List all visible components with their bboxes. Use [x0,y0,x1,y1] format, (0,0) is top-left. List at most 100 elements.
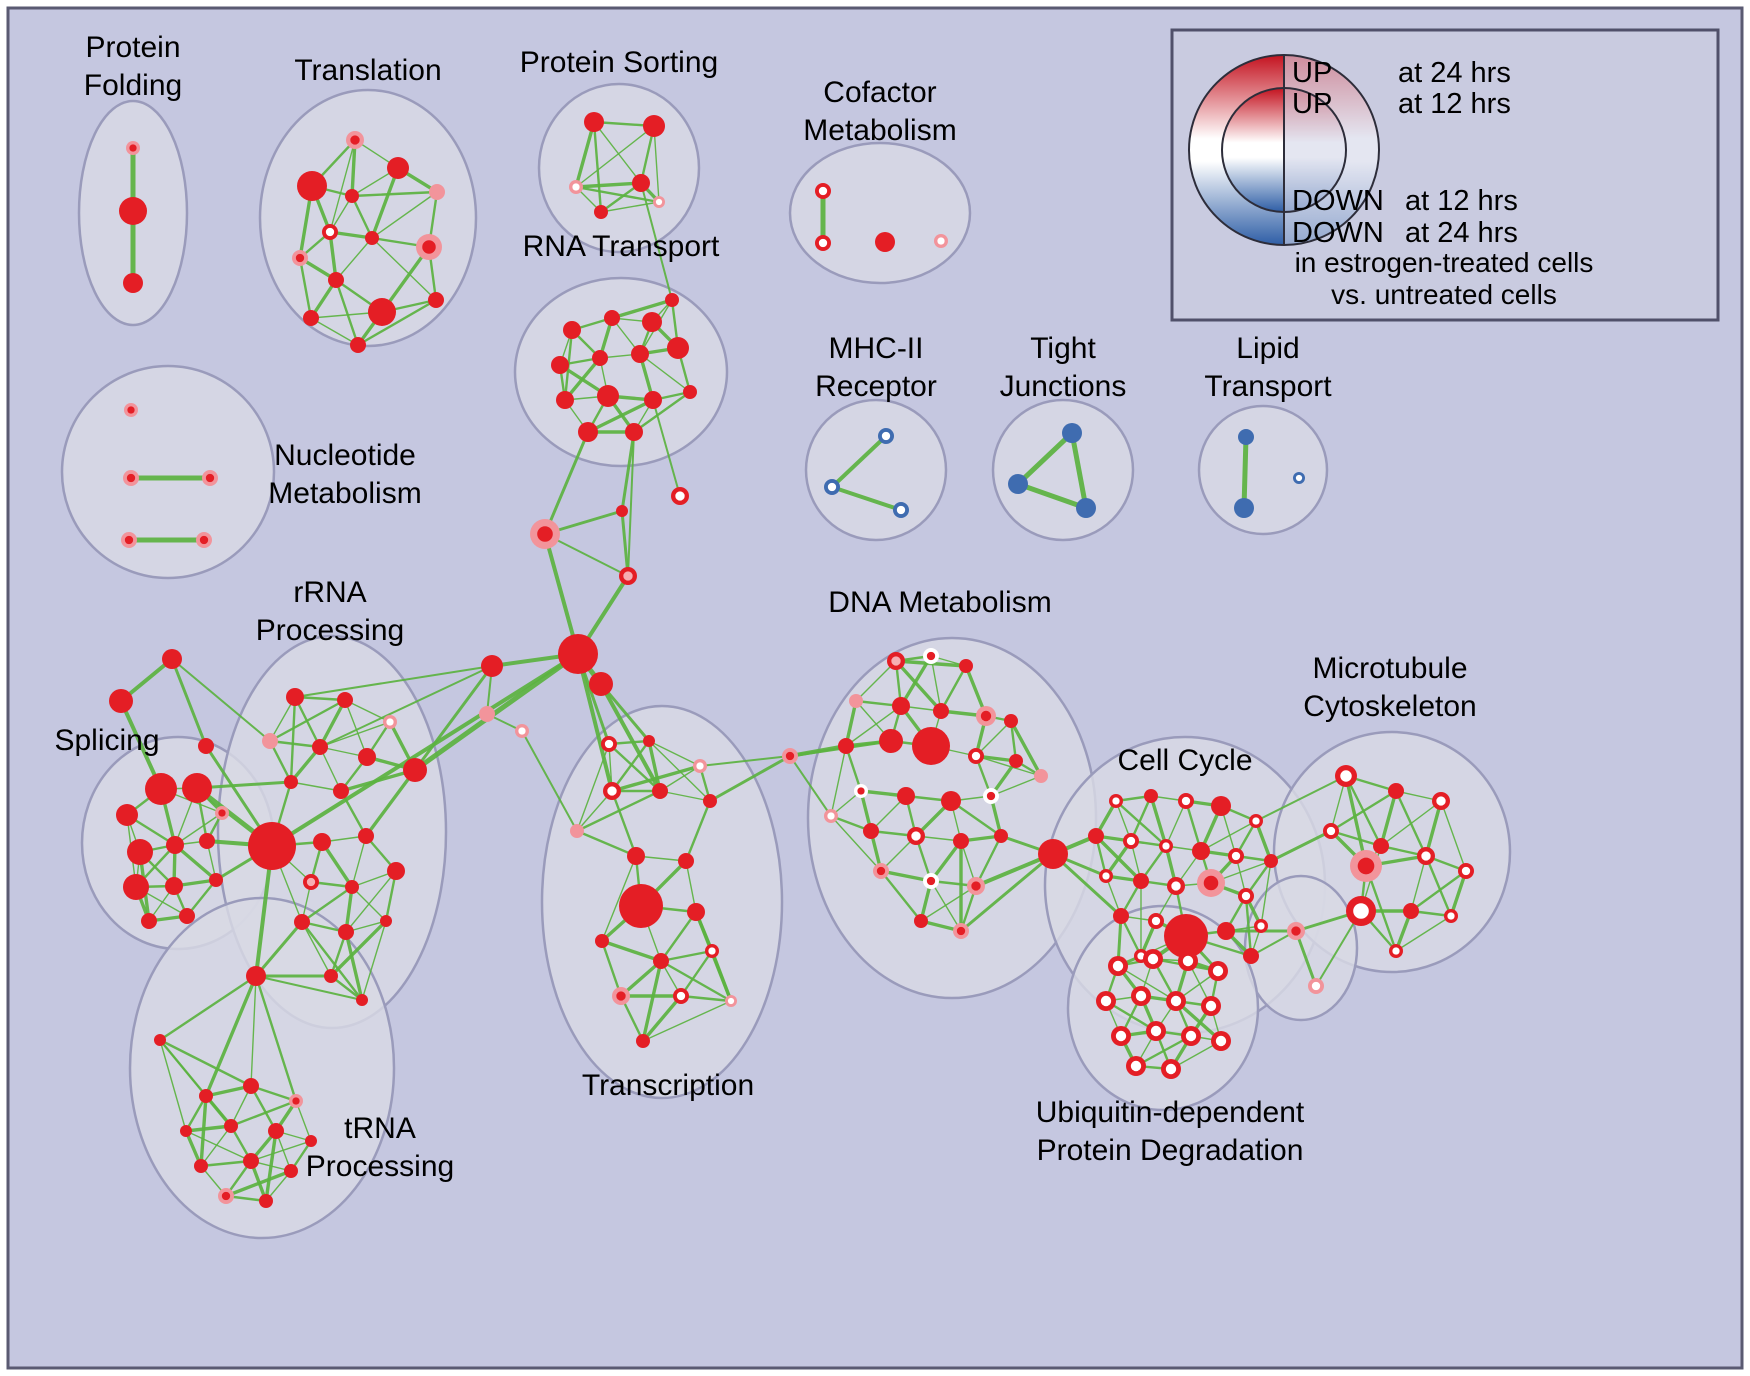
network-node [604,310,620,326]
network-edge [290,781,342,792]
network-edge [319,746,342,792]
network-edge [610,298,674,320]
network-edge [600,939,663,963]
network-node-core [1212,965,1224,977]
legend-down-12-dir: DOWN [1292,185,1384,217]
network-node-core [518,727,526,735]
network-node-core [572,183,580,191]
network-edge [254,920,304,978]
network-edge [350,138,357,198]
network-node-core [956,926,966,936]
network-edge [930,880,962,932]
network-node-core [727,997,735,1005]
dna-metabolism-label: DNA Metabolism [828,586,1051,619]
network-edge [199,1094,208,1168]
network-node [109,689,133,713]
network-edge [1424,799,1443,858]
network-node-core [911,831,921,841]
network-node [653,953,669,969]
network-node [1217,922,1235,940]
network-node-core [1295,474,1303,482]
network-node-core [325,227,335,237]
legend-down-24-time: at 24 hrs [1405,217,1518,249]
network-node [179,908,195,924]
network-edge [640,182,673,301]
network-edge [679,994,733,1003]
network-edge [371,191,438,239]
network-node [209,873,223,887]
network-edge [620,509,630,578]
network-node [1264,854,1278,868]
network-node [199,1089,213,1103]
network-edge [300,920,364,1002]
network-node [897,787,915,805]
network-edge [1424,854,1453,918]
network-node-core [1241,891,1251,901]
network-edge [639,353,691,393]
network-edge [364,768,417,838]
network-edge [270,652,580,848]
network-edge [699,755,791,767]
network-node [563,321,581,339]
network-edge [1294,929,1318,988]
network-node [297,171,327,201]
network-node [619,884,663,928]
network-node [683,385,697,399]
network-edge [345,870,397,933]
network-node [632,174,650,192]
network-edge [1254,819,1273,863]
network-edge [158,974,258,1042]
network-node-core [937,237,945,245]
translation-ellipse [258,88,478,348]
network-node [1009,754,1023,768]
network-node-core [306,877,316,887]
network-node [616,505,628,517]
network-edge [199,1159,253,1168]
network-node-core [676,991,686,1001]
network-edge [295,1100,312,1142]
network-edge [975,720,1012,757]
network-node [879,729,903,753]
network-edge [344,930,364,1002]
network-node [644,391,662,409]
network-node-core [1126,836,1136,846]
legend-caption-line2: vs. untreated cells [1331,279,1557,310]
network-node [642,312,662,332]
network-edge [171,658,271,742]
network-edge [641,959,663,1043]
network-node [145,773,177,805]
network-edge [949,799,1003,838]
network-edge [610,764,702,793]
network-node-core [1203,875,1219,891]
network-edge [920,885,977,922]
network-edge [576,652,614,793]
network-edge [1069,430,1089,511]
network-node-core [1151,916,1161,926]
network-node [584,112,604,132]
network-edge [1379,789,1398,848]
network-node [1133,873,1149,889]
network-node [123,273,143,293]
network-node-core [1170,995,1182,1007]
network-node [429,184,445,200]
network-edge [543,532,580,656]
network-node [127,839,153,865]
nucleotide-metabolism-ellipse [60,364,276,580]
network-node [268,1123,284,1139]
network-node [368,298,396,326]
network-node [286,688,304,706]
network-node [875,232,895,252]
network-node [284,1164,298,1178]
network-node [1388,783,1404,799]
network-node [665,293,679,307]
network-edge [158,1038,253,1088]
network-node-core [295,253,305,263]
network-node [312,739,328,755]
network-node [1238,429,1254,445]
network-edge [200,1125,232,1167]
network-edge [1114,799,1168,848]
